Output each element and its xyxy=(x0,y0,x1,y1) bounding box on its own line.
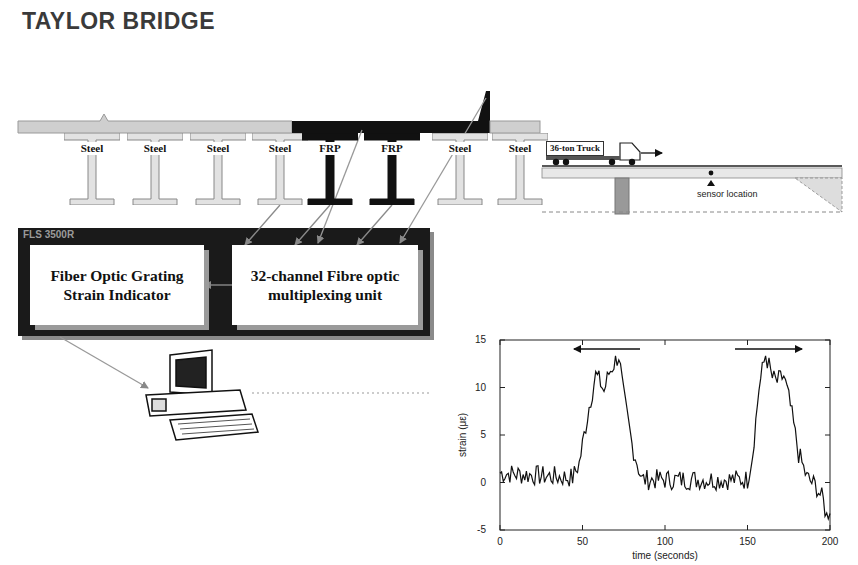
node-text: Steel xyxy=(79,142,106,155)
direction-arrow xyxy=(574,348,640,350)
node-text: Steel xyxy=(205,142,232,155)
fls-housing: FLS 3500R Fiber Optic Grating Strain Indi… xyxy=(18,228,430,336)
chart-ticks xyxy=(500,340,830,530)
strain-curve xyxy=(500,356,830,519)
steel-girder: Steel xyxy=(492,133,548,205)
connector xyxy=(357,205,392,245)
node-text: Fiber Optic Grating Strain Indicator xyxy=(40,266,194,304)
truck-box: 36-ton Truck xyxy=(546,141,604,156)
connector xyxy=(245,205,280,245)
tick-label: -5 xyxy=(477,524,486,536)
node-text: 32-channel Fibre optic multiplexing unit xyxy=(242,266,408,304)
frp-girder: FRP xyxy=(302,133,358,205)
direction-arrow xyxy=(735,348,802,350)
node-text: Steel xyxy=(142,142,169,155)
axis-label: strain (με) xyxy=(457,413,469,457)
computer-icon xyxy=(146,350,258,440)
housing-fill xyxy=(18,228,430,336)
connector xyxy=(204,284,232,285)
tick-label: 10 xyxy=(475,382,486,394)
tick-label: 15 xyxy=(475,334,486,346)
node-text: Steel xyxy=(507,142,534,155)
node-text: Steel xyxy=(447,142,474,155)
steel-girder: Steel xyxy=(127,133,183,205)
steel-girder: Steel xyxy=(432,133,488,205)
tick-label: 0 xyxy=(497,536,503,548)
tick-label: 5 xyxy=(480,429,486,441)
data-link xyxy=(60,337,148,388)
process-box: 32-channel Fibre optic multiplexing unit xyxy=(232,245,418,325)
housing-heading: FLS 3500R xyxy=(23,229,74,240)
process-box: Fiber Optic Grating Strain Indicator xyxy=(30,245,204,325)
tick-label: 100 xyxy=(657,536,674,548)
tick-label: 200 xyxy=(822,536,839,548)
steel-girder: Steel xyxy=(64,133,120,205)
sensor-lead xyxy=(318,130,362,243)
bridge-elevation xyxy=(542,166,842,214)
steel-girder: Steel xyxy=(252,133,308,205)
node-text: FRP xyxy=(317,142,342,155)
tick-label: 50 xyxy=(577,536,588,548)
sensor-lead xyxy=(400,98,486,243)
sensor-label: sensor location xyxy=(697,188,758,200)
chart-frame xyxy=(500,340,830,530)
axis-label: time (seconds) xyxy=(632,550,698,562)
steel-girder: Steel xyxy=(190,133,246,205)
page-title: TAYLOR BRIDGE xyxy=(22,8,215,35)
dotted-link xyxy=(252,393,432,394)
bridge-deck xyxy=(18,91,540,133)
node-text: Steel xyxy=(267,142,294,155)
connector xyxy=(295,205,330,245)
tick-label: 0 xyxy=(480,477,486,489)
tick-label: 150 xyxy=(739,536,756,548)
frp-girder: FRP xyxy=(364,133,420,205)
node-text: 36-ton Truck xyxy=(550,143,600,154)
node-text: FRP xyxy=(379,142,404,155)
